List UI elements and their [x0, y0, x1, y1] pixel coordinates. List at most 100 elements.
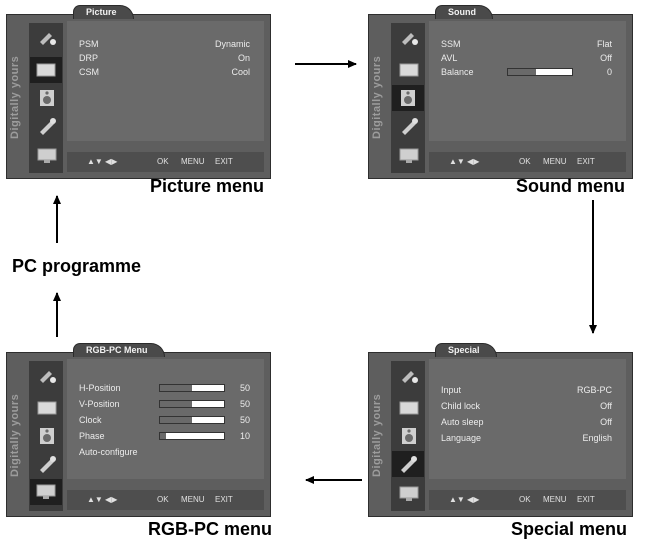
row-value: RGB-PC: [576, 385, 612, 395]
exit-button[interactable]: EXIT: [215, 157, 233, 166]
picture-menu-caption: Picture menu: [150, 176, 265, 196]
phase-slider[interactable]: [159, 432, 225, 440]
menu-row-drp[interactable]: DRP On: [79, 51, 250, 65]
menu-nav-bar: ▲▼ ◀▶ OK MENU EXIT: [429, 152, 626, 172]
speaker-icon[interactable]: [37, 89, 57, 107]
menu-row-ssm[interactable]: SSM Flat: [441, 37, 612, 51]
row-label: V-Position: [79, 399, 120, 409]
sound-menu-caption: Sound menu: [516, 176, 625, 196]
clock-slider[interactable]: [159, 416, 225, 424]
menu-row-avl[interactable]: AVL Off: [441, 51, 612, 65]
menu-content-area: PSM Dynamic DRP On CSM Cool: [67, 21, 264, 141]
menu-nav-bar: ▲▼ ◀▶ OK MENU EXIT: [429, 490, 626, 510]
nav-arrows[interactable]: ▲▼ ◀▶: [449, 157, 480, 166]
satellite-icon[interactable]: [37, 117, 57, 135]
v-position-slider[interactable]: [159, 400, 225, 408]
row-label: CSM: [79, 67, 99, 77]
menu-row-v-position[interactable]: V-Position 50: [79, 397, 250, 411]
exit-button[interactable]: EXIT: [577, 157, 595, 166]
menu-row-psm[interactable]: PSM Dynamic: [79, 37, 250, 51]
menu-button[interactable]: MENU: [181, 495, 205, 504]
ok-button[interactable]: OK: [157, 495, 169, 504]
row-value: Flat: [596, 39, 612, 49]
picture-tv-icon[interactable]: [399, 399, 419, 417]
row-label: Auto sleep: [441, 417, 484, 427]
picture-menu-tab[interactable]: Picture: [73, 5, 134, 19]
picture-tv-icon[interactable]: [399, 61, 419, 79]
speaker-icon[interactable]: [37, 427, 57, 445]
menu-button[interactable]: MENU: [543, 157, 567, 166]
menu-row-auto-configure[interactable]: Auto-configure: [79, 445, 250, 459]
rgbpc-menu-panel: RGB-PC Menu Digitally yours H-Position 5…: [6, 343, 271, 517]
row-value: 50: [239, 383, 250, 393]
speaker-icon[interactable]: [392, 85, 424, 111]
picture-adjust-icon[interactable]: [399, 367, 419, 385]
monitor-icon[interactable]: [37, 147, 57, 165]
special-menu-tab[interactable]: Special: [435, 343, 497, 357]
satellite-icon[interactable]: [399, 117, 419, 135]
row-label: DRP: [79, 53, 99, 63]
picture-adjust-icon[interactable]: [399, 29, 419, 47]
menu-icon-sidebar: [391, 361, 425, 511]
ok-button[interactable]: OK: [519, 495, 531, 504]
sound-menu-tab[interactable]: Sound: [435, 5, 493, 19]
nav-arrows[interactable]: ▲▼ ◀▶: [87, 495, 118, 504]
picture-tv-icon[interactable]: [37, 399, 57, 417]
satellite-icon[interactable]: [392, 451, 424, 477]
menu-row-auto-sleep[interactable]: Auto sleep Off: [441, 415, 612, 429]
special-menu-panel: Special Digitally yours Input RGB-PC Chi…: [368, 343, 633, 517]
menu-nav-bar: ▲▼ ◀▶ OK MENU EXIT: [67, 152, 264, 172]
balance-slider[interactable]: [507, 68, 573, 76]
sidebar-brand-label: Digitally yours: [371, 393, 383, 477]
row-value: 50: [239, 415, 250, 425]
sidebar-brand-label: Digitally yours: [9, 55, 21, 139]
menu-row-input[interactable]: Input RGB-PC: [441, 383, 612, 397]
special-menu-caption: Special menu: [511, 519, 628, 539]
monitor-icon[interactable]: [30, 479, 62, 505]
sound-menu-panel: Sound Digitally yours SSM Flat AVL Off B…: [368, 5, 633, 179]
menu-row-h-position[interactable]: H-Position 50: [79, 381, 250, 395]
menu-row-csm[interactable]: CSM Cool: [79, 65, 250, 79]
menu-row-child-lock[interactable]: Child lock Off: [441, 399, 612, 413]
row-label: Auto-configure: [79, 447, 138, 457]
menu-button[interactable]: MENU: [181, 157, 205, 166]
exit-button[interactable]: EXIT: [215, 495, 233, 504]
rgbpc-menu-tab[interactable]: RGB-PC Menu: [73, 343, 165, 357]
sidebar-brand-label: Digitally yours: [9, 393, 21, 477]
row-label: Input: [441, 385, 462, 395]
row-label: AVL: [441, 53, 458, 63]
menu-icon-sidebar: [29, 361, 63, 511]
row-value: Off: [600, 417, 612, 427]
menu-row-balance[interactable]: Balance 0: [441, 65, 612, 79]
ok-button[interactable]: OK: [519, 157, 531, 166]
menu-row-language[interactable]: Language English: [441, 431, 612, 445]
ok-button[interactable]: OK: [157, 157, 169, 166]
menu-row-phase[interactable]: Phase 10: [79, 429, 250, 443]
picture-menu-panel: Picture Digitally yours PSM Dynamic DRP …: [6, 5, 271, 179]
sidebar-brand-label: Digitally yours: [371, 55, 383, 139]
speaker-icon[interactable]: [399, 427, 419, 445]
nav-arrows[interactable]: ▲▼ ◀▶: [87, 157, 118, 166]
exit-button[interactable]: EXIT: [577, 495, 595, 504]
menu-content-area: Input RGB-PC Child lock Off Auto sleep O…: [429, 359, 626, 479]
monitor-icon[interactable]: [399, 485, 419, 503]
row-label: Language: [441, 433, 482, 443]
row-value: Off: [600, 53, 612, 63]
menu-icon-sidebar: [29, 23, 63, 173]
row-value: English: [582, 433, 612, 443]
nav-arrows[interactable]: ▲▼ ◀▶: [449, 495, 480, 504]
monitor-icon[interactable]: [399, 147, 419, 165]
h-position-slider[interactable]: [159, 384, 225, 392]
menu-row-clock[interactable]: Clock 50: [79, 413, 250, 427]
row-label: H-Position: [79, 383, 121, 393]
satellite-icon[interactable]: [37, 455, 57, 473]
menu-icon-sidebar: [391, 23, 425, 173]
row-value: 0: [606, 67, 612, 77]
picture-adjust-icon[interactable]: [37, 29, 57, 47]
row-value: Cool: [231, 67, 250, 77]
menu-button[interactable]: MENU: [543, 495, 567, 504]
picture-adjust-icon[interactable]: [37, 367, 57, 385]
picture-tv-icon[interactable]: [30, 57, 62, 83]
row-label: Child lock: [441, 401, 481, 411]
rgbpc-menu-caption: RGB-PC menu: [148, 519, 273, 539]
